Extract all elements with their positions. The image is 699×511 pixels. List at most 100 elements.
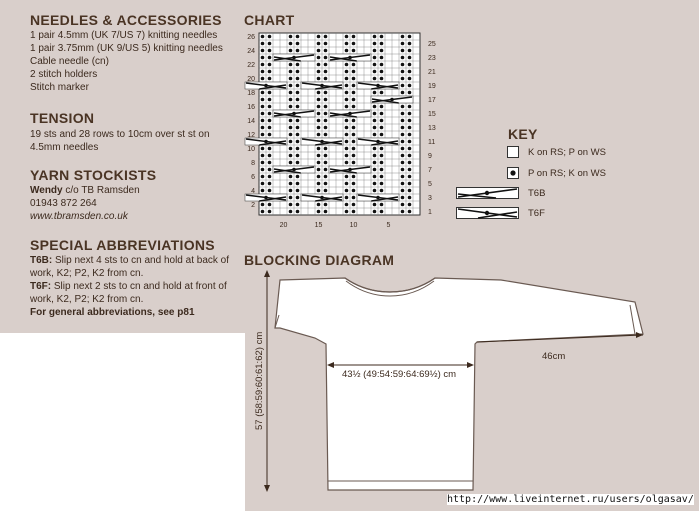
purl-dot: [260, 174, 265, 179]
purl-dot: [351, 83, 356, 88]
purl-dot: [407, 146, 412, 151]
purl-dot: [379, 146, 384, 151]
purl-dot: [390, 97, 394, 102]
purl-dot: [379, 34, 384, 39]
row-number-label: 17: [428, 97, 436, 104]
purl-dot: [316, 160, 321, 165]
purl-dot: [316, 202, 321, 207]
purl-dot: [316, 167, 321, 172]
purl-dot: [323, 167, 328, 172]
abbreviations-text: T6B: Slip next 4 sts to cn and hold at b…: [30, 254, 229, 319]
purl-dot: [323, 111, 328, 116]
purl-dot: [379, 104, 384, 109]
purl-dot: [288, 146, 293, 151]
purl-dot: [351, 118, 356, 123]
cable-line: [329, 168, 357, 174]
purl-dot: [288, 188, 293, 193]
purl-dot: [323, 34, 328, 39]
purl-dot: [400, 48, 405, 53]
purl-dot: [344, 76, 349, 81]
purl-dot: [372, 181, 377, 186]
purl-dot: [295, 76, 300, 81]
purl-dot: [379, 55, 384, 60]
purl-dot: [372, 62, 377, 67]
stitch-number-label: 20: [280, 222, 288, 229]
purl-dot: [295, 195, 300, 200]
purl-dot: [372, 111, 377, 116]
purl-dot: [351, 48, 356, 53]
purl-dot: [372, 34, 377, 39]
stockist-brand: Wendy: [30, 185, 63, 196]
purl-dot: [407, 69, 412, 74]
purl-dot: [400, 202, 405, 207]
purl-dot: [316, 125, 321, 130]
purl-dot: [400, 111, 405, 116]
purl-dot: [260, 111, 265, 116]
row-number-label: 1: [428, 209, 432, 216]
purl-dot: [316, 41, 321, 46]
purl-dot: [260, 90, 265, 95]
purl-dot: [320, 83, 324, 88]
purl-dot: [288, 104, 293, 109]
purl-dot: [372, 174, 377, 179]
purl-dot: [351, 174, 356, 179]
purl-dot: [379, 125, 384, 130]
purl-dot: [379, 181, 384, 186]
cable-line: [315, 140, 343, 146]
purl-dot: [295, 132, 300, 137]
purl-dot: [288, 195, 293, 200]
purl-dot: [323, 202, 328, 207]
t6b-term: T6B:: [30, 255, 53, 266]
purl-dot: [267, 146, 272, 151]
purl-dot: [379, 41, 384, 46]
purl-dot: [316, 118, 321, 123]
purl-dot: [295, 118, 300, 123]
stitch-number-label: 10: [350, 222, 358, 229]
purl-dot: [407, 174, 412, 179]
purl-dot: [379, 188, 384, 193]
purl-dot: [379, 90, 384, 95]
purl-dot: [288, 181, 293, 186]
purl-dot: [260, 55, 265, 60]
cable-line: [371, 140, 399, 146]
purl-dot: [344, 195, 349, 200]
row-number-label: 14: [247, 118, 255, 125]
needles-line: 1 pair 3.75mm (UK 9/US 5) knitting needl…: [30, 43, 223, 54]
blank-area: [0, 333, 245, 511]
purl-dot: [316, 62, 321, 67]
purl-dot: [260, 167, 265, 172]
purl-dot: [323, 153, 328, 158]
cable-line: [273, 56, 301, 62]
purl-dot: [407, 83, 412, 88]
purl-dot: [323, 104, 328, 109]
purl-dot: [372, 153, 377, 158]
purl-dot: [260, 188, 265, 193]
purl-dot: [260, 97, 265, 102]
needles-line: Cable needle (cn): [30, 56, 109, 67]
purl-dot: [351, 125, 356, 130]
purl-dot: [295, 104, 300, 109]
purl-dot: [344, 83, 349, 88]
purl-dot: [400, 125, 405, 130]
purl-dot: [344, 139, 349, 144]
needles-line: 2 stitch holders: [30, 69, 98, 80]
purl-dot: [288, 90, 293, 95]
watermark-url: http://www.liveinternet.ru/users/olgasav…: [447, 494, 694, 505]
purl-dot: [295, 62, 300, 67]
cable-line: [259, 84, 287, 90]
purl-dot: [267, 41, 272, 46]
purl-dot: [316, 97, 321, 102]
purl-dot: [295, 34, 300, 39]
purl-dot: [288, 174, 293, 179]
purl-dot: [323, 90, 328, 95]
purl-dot: [400, 34, 405, 39]
purl-dot: [323, 76, 328, 81]
row-number-label: 20: [247, 76, 255, 83]
purl-dot: [344, 125, 349, 130]
purl-dot: [316, 188, 321, 193]
purl-dot: [267, 90, 272, 95]
purl-dot: [295, 125, 300, 130]
row-number-label: 18: [247, 90, 255, 97]
purl-dot: [372, 76, 377, 81]
purl-dot: [407, 167, 412, 172]
